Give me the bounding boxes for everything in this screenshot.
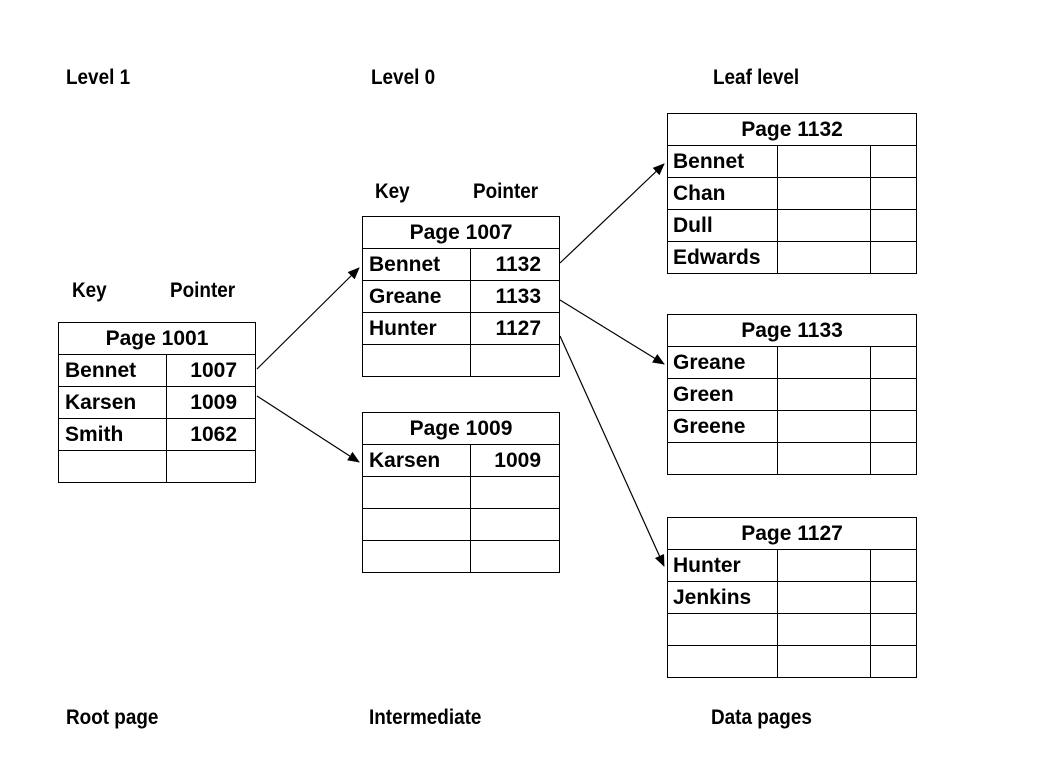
table-row [362, 344, 560, 377]
pointer-cell: 1133 [470, 280, 560, 313]
table-row [667, 442, 918, 475]
intermediate-key-column-label: Key [375, 180, 410, 203]
key-cell [362, 540, 471, 573]
pointer-cell [470, 540, 560, 573]
arrow-1007-to-1133 [559, 299, 665, 365]
table-row: Chan [667, 177, 918, 210]
root-key-column-label: Key [72, 279, 107, 302]
table-row [362, 476, 560, 509]
level-1-label: Level 1 [66, 66, 131, 89]
table-row [667, 645, 918, 678]
leaf-level-label: Leaf level [713, 66, 800, 89]
key-cell: Bennet [667, 145, 778, 178]
data-cell [869, 378, 918, 411]
pointer-cell [470, 476, 560, 509]
data-cell [777, 442, 871, 475]
data-page-1-table: Page 1132 Bennet Chan Dull Edwards [666, 113, 918, 274]
table-row [667, 613, 918, 646]
key-cell: Hunter [362, 312, 471, 345]
data-cell [869, 241, 918, 274]
pointer-cell [470, 344, 560, 377]
pointer-cell: 1009 [470, 444, 560, 477]
pointer-cell: 1009 [166, 386, 256, 419]
root-page-label: Root page [66, 706, 159, 729]
data-page-2-title: Page 1133 [666, 314, 918, 347]
arrow-1007-to-1127 [559, 335, 665, 567]
intermediate-label: Intermediate [369, 706, 482, 729]
key-cell: Bennet [58, 354, 167, 387]
key-cell [58, 450, 167, 483]
intermediate-pointer-column-label: Pointer [473, 180, 539, 203]
table-row: Dull [667, 209, 918, 242]
key-cell: Chan [667, 177, 778, 210]
key-cell: Greene [667, 410, 778, 443]
table-row: Greane [667, 346, 918, 379]
data-cell [777, 209, 871, 242]
table-row: Hunter [667, 549, 918, 582]
data-page-3-table: Page 1127 Hunter Jenkins [666, 517, 918, 678]
table-row [362, 540, 560, 573]
table-row: Greene [667, 410, 918, 443]
data-cell [777, 378, 871, 411]
data-page-3-title: Page 1127 [666, 517, 918, 550]
key-cell: Greane [362, 280, 471, 313]
table-row: Green [667, 378, 918, 411]
level-0-label: Level 0 [371, 66, 436, 89]
table-row [362, 508, 560, 541]
data-cell [777, 645, 871, 678]
key-cell [667, 645, 778, 678]
key-cell: Smith [58, 418, 167, 451]
pointer-cell [166, 450, 256, 483]
table-row [58, 450, 256, 483]
key-cell: Jenkins [667, 581, 778, 614]
intermediate-page-2-title: Page 1009 [362, 412, 560, 445]
data-cell [869, 177, 918, 210]
data-pages-label: Data pages [711, 706, 812, 729]
data-page-2-table: Page 1133 Greane Green Greene [666, 314, 918, 475]
data-cell [869, 209, 918, 242]
pointer-cell: 1127 [470, 312, 560, 345]
key-cell: Edwards [667, 241, 778, 274]
data-page-1-title: Page 1132 [666, 113, 918, 146]
key-cell: Green [667, 378, 778, 411]
table-row: Edwards [667, 241, 918, 274]
data-cell [777, 613, 871, 646]
data-cell [869, 346, 918, 379]
key-cell: Hunter [667, 549, 778, 582]
arrow-1001-to-1007 [256, 267, 360, 370]
data-cell [869, 442, 918, 475]
key-cell: Dull [667, 209, 778, 242]
arrow-1007-to-1132 [559, 163, 665, 264]
data-cell [777, 410, 871, 443]
key-cell [667, 613, 778, 646]
table-row: Bennet [667, 145, 918, 178]
pointer-cell: 1132 [470, 248, 560, 281]
key-cell [362, 344, 471, 377]
arrow-1001-to-1009 [256, 395, 360, 463]
data-cell [869, 645, 918, 678]
root-pointer-column-label: Pointer [170, 279, 236, 302]
key-cell: Bennet [362, 248, 471, 281]
pointer-cell: 1062 [166, 418, 256, 451]
